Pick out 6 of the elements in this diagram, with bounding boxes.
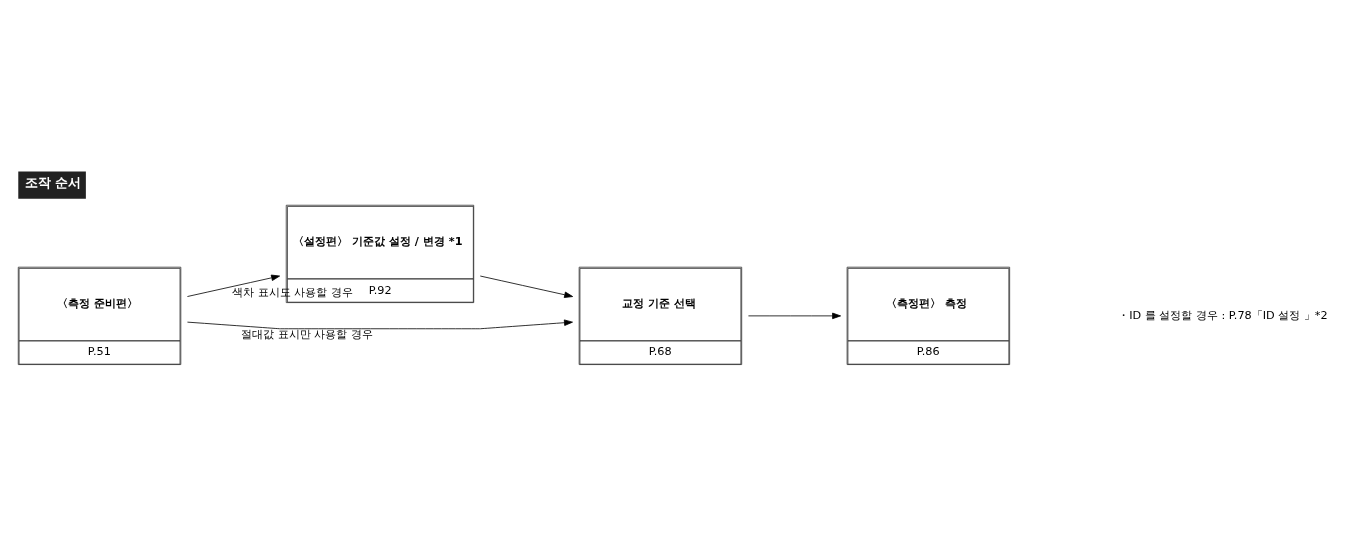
arrow — [187, 319, 573, 329]
arrow — [479, 275, 574, 298]
arrow — [748, 312, 841, 319]
diagram-title: 조작 순서 — [24, 174, 82, 190]
edge-label: 절대값 표시만 사용할 경우 — [241, 327, 374, 341]
label: ・ID 를 설정할 경우 : P.78「ID 설정 」*2 — [1118, 308, 1328, 322]
